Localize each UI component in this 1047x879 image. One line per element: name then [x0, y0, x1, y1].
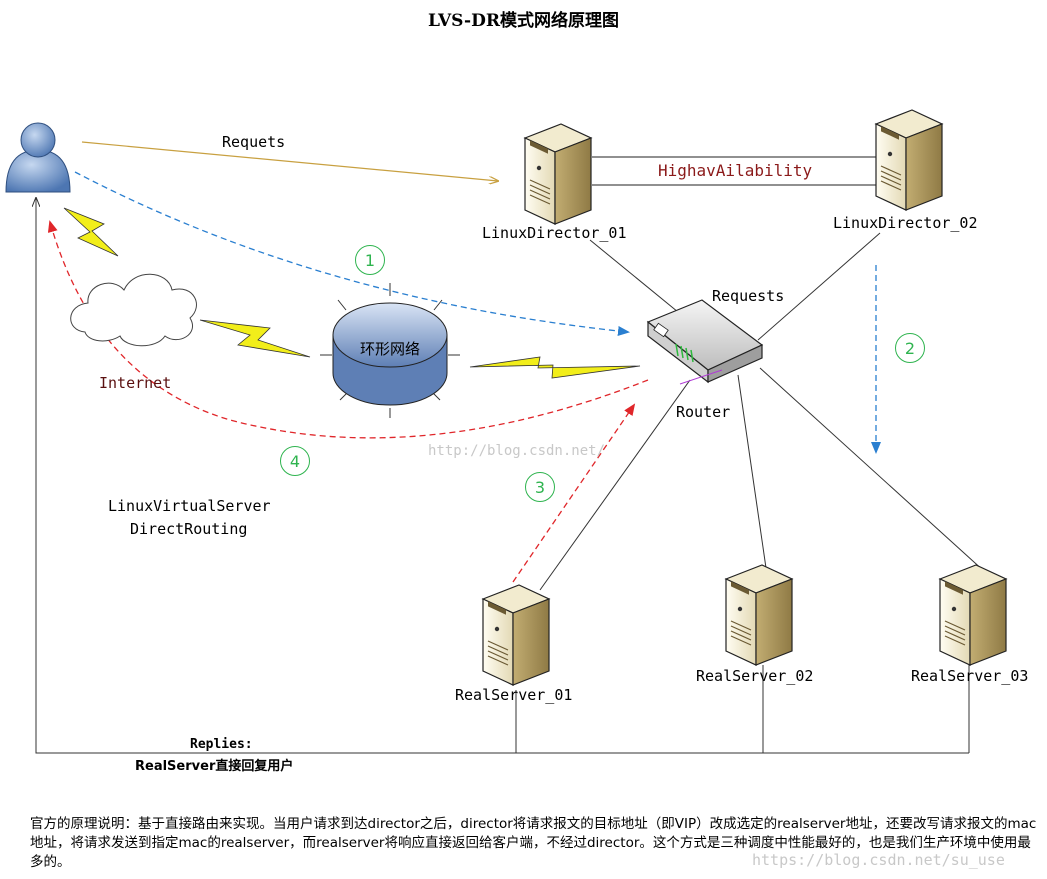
realserver-02-server-icon — [725, 564, 793, 666]
realserver-03-server-icon — [939, 564, 1007, 666]
watermark-corner: https://blog.csdn.net/su_use — [752, 851, 1005, 869]
lvs-label-line1: LinuxVirtualServer — [108, 497, 271, 515]
lightning-icon — [469, 356, 641, 379]
director-01-server-icon — [524, 123, 592, 225]
lightning-icon — [63, 207, 119, 257]
watermark-center: http://blog.csdn.net/ — [428, 443, 606, 459]
request-arrow — [81, 141, 498, 181]
internet-label: Internet — [99, 374, 172, 392]
realserver-01-label: RealServer_01 — [455, 686, 573, 704]
step-4-badge: 4 — [280, 446, 310, 476]
router-icon — [646, 299, 764, 385]
replies-path — [36, 198, 517, 754]
link-router-rs1 — [539, 379, 691, 591]
router-label: Router — [676, 403, 731, 421]
description-text: 官方的原理说明：基于直接路由来实现。当用户请求到达director之后，dire… — [30, 816, 1037, 870]
ring-network-icon — [320, 283, 460, 418]
high-availability-label: HighavAilability — [658, 161, 813, 180]
realserver-02-label: RealServer_02 — [696, 667, 814, 685]
step-2-badge: 2 — [895, 333, 925, 363]
requests-label: Requests — [712, 287, 785, 305]
replies-label-line1: Replies: — [190, 737, 253, 752]
lvs-label-line2: DirectRouting — [130, 520, 248, 538]
link-director1-router — [589, 239, 679, 313]
cloud-icon — [70, 273, 197, 347]
user-icon — [5, 122, 71, 193]
link-router-rs2 — [737, 374, 767, 569]
director-01-label: LinuxDirector_01 — [482, 224, 627, 242]
lightning-icon — [199, 319, 311, 358]
step1-arrow — [74, 171, 630, 336]
realserver-01-server-icon — [482, 584, 550, 686]
step-3-badge: 3 — [525, 472, 555, 502]
requets-label: Requets — [222, 133, 286, 151]
replies-label-line2: RealServer直接回复用户 — [135, 759, 294, 774]
link-router-rs3 — [759, 367, 986, 573]
ring-network-label: 环形网络 — [360, 340, 421, 358]
link-director2-router — [757, 232, 881, 341]
director-02-label: LinuxDirector_02 — [833, 214, 978, 232]
step3-arrow — [512, 403, 636, 583]
realserver-03-label: RealServer_03 — [911, 667, 1029, 685]
step-1-badge: 1 — [355, 245, 385, 275]
director-02-server-icon — [875, 109, 943, 211]
diagram-title: LVS-DR模式网络原理图 — [428, 11, 619, 31]
